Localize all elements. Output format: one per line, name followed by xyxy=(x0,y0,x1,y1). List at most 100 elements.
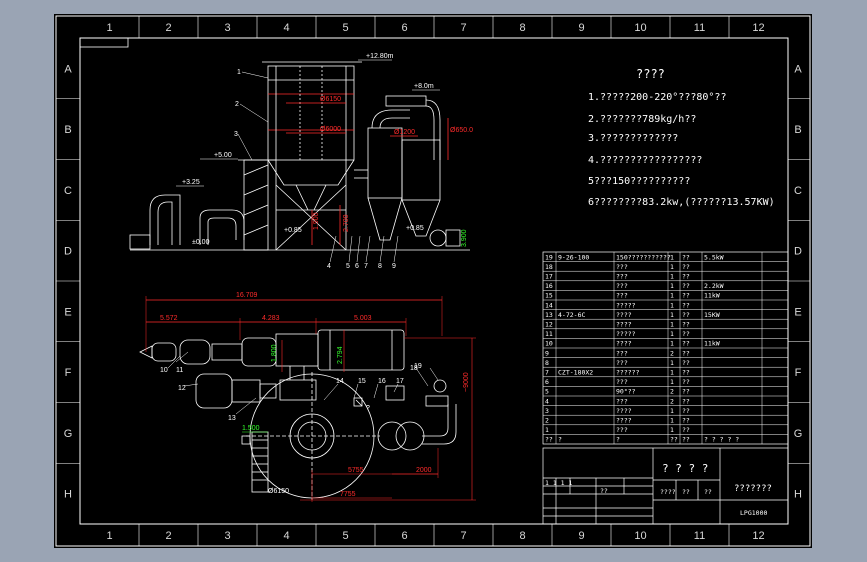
parts-cell-qty: 1 xyxy=(670,359,674,367)
parts-cell-no: 4 xyxy=(545,397,549,405)
title-r4: ?? xyxy=(704,488,712,496)
parts-cell-qty: 1 xyxy=(670,253,674,261)
parts-header-code: ? xyxy=(558,436,562,444)
parts-cell-name: ???? xyxy=(616,417,632,425)
dia-top: Ø6150 xyxy=(320,96,341,103)
grid-column-label: 12 xyxy=(752,22,764,34)
elevation-part-numbers: 1 2 3 4 5 6 7 8 9 xyxy=(234,69,396,270)
parts-cell-mat: ?? xyxy=(682,311,690,319)
part-label-11: 11 xyxy=(176,367,183,374)
elev-top: +12.80m xyxy=(366,53,394,60)
parts-cell-qty: 1 xyxy=(670,282,674,290)
title-drawing-name: ??????? xyxy=(734,484,772,494)
part-label-16: 16 xyxy=(378,378,386,385)
part-label-6: 6 xyxy=(355,263,359,270)
height-1: 1.900 xyxy=(313,212,320,230)
part-label-1: 1 xyxy=(237,69,241,76)
parts-cell-code: 9-26-100 xyxy=(558,253,589,261)
parts-cell-no: 14 xyxy=(545,301,553,309)
part-label-9: 9 xyxy=(392,263,396,270)
note-line-2: 2.???????789kg/h?? xyxy=(588,114,696,125)
parts-cell-qty: 2 xyxy=(670,349,674,357)
title-r2: ???? xyxy=(660,488,676,496)
parts-cell-qty: 1 xyxy=(670,417,674,425)
grid-column-label: 2 xyxy=(165,22,171,34)
title-r3: ?? xyxy=(682,488,690,496)
parts-cell-mat: ?? xyxy=(682,340,690,348)
parts-cell-mat: ?? xyxy=(682,263,690,271)
plan-dim-3: 5.003 xyxy=(354,315,372,322)
height-2: 2.700 xyxy=(343,214,350,232)
note-line-1: 1.?????200-220°???80°?? xyxy=(588,92,726,103)
parts-table-row: 14?????1?? xyxy=(545,301,690,309)
part-label-19: 19 xyxy=(414,363,422,370)
note-line-4: 4.????????????????? xyxy=(588,155,702,166)
elev-ground3: +0.85 xyxy=(406,225,424,232)
parts-cell-no: 11 xyxy=(545,330,553,338)
parts-header-name: ? xyxy=(616,436,620,444)
parts-cell-qty: 1 xyxy=(670,321,674,329)
parts-cell-name: ?????? xyxy=(616,369,640,377)
parts-cell-mat: ?? xyxy=(682,282,690,290)
title-block xyxy=(542,447,789,525)
parts-cell-no: 10 xyxy=(545,340,553,348)
grid-row-label: G xyxy=(794,428,803,440)
grid-column-label: 7 xyxy=(460,22,466,34)
grid-column-label: 8 xyxy=(519,530,525,542)
parts-cell-note: 2.2kW xyxy=(704,282,724,290)
parts-cell-name: ??? xyxy=(616,292,628,300)
parts-cell-name: ???? xyxy=(616,407,632,415)
grid-column-label: 11 xyxy=(694,530,705,542)
part-label-4: 4 xyxy=(327,263,331,270)
parts-table-row: 12????1?? xyxy=(545,321,690,329)
grid-row-label: H xyxy=(794,489,802,501)
part-label-14: 14 xyxy=(336,378,344,385)
parts-cell-no: 6 xyxy=(545,378,549,386)
elevation-view xyxy=(129,61,470,251)
parts-table-row: 4???2?? xyxy=(545,397,690,405)
corner-box xyxy=(79,37,129,48)
parts-table-row: 2????1?? xyxy=(545,417,690,425)
plan-left-h: 1.500 xyxy=(242,425,260,432)
parts-cell-mat: ?? xyxy=(682,378,690,386)
plan-label-tag: ? xyxy=(366,405,370,412)
parts-cell-qty: 1 xyxy=(670,378,674,386)
parts-cell-mat: ?? xyxy=(682,349,690,357)
parts-cell-mat: ?? xyxy=(682,321,690,329)
parts-cell-name: 150??????????? xyxy=(616,253,671,261)
parts-cell-code: 4-72-6C xyxy=(558,311,585,319)
elev-left-low: +3.25 xyxy=(182,179,200,186)
part-label-12: 12 xyxy=(178,385,186,392)
parts-cell-no: 1 xyxy=(545,426,549,434)
technical-notes: ???? 1.?????200-220°???80°?? 2.???????78… xyxy=(588,67,775,208)
grid-column-label: 4 xyxy=(283,22,289,34)
parts-cell-name: ??? xyxy=(616,273,628,281)
title-r1: 1 1 1 1 xyxy=(545,479,572,487)
plan-dim-2: 4.283 xyxy=(262,315,280,322)
parts-table-row: 15???1??11kW xyxy=(545,292,720,300)
parts-cell-name: ??? xyxy=(616,263,628,271)
plan-v2: 2.794 xyxy=(337,346,344,364)
parts-cell-qty: 1 xyxy=(670,292,674,300)
parts-cell-no: 5 xyxy=(545,388,549,396)
parts-cell-qty: 1 xyxy=(670,369,674,377)
notes-title: ???? xyxy=(636,67,665,81)
parts-table-row: 6???1?? xyxy=(545,378,690,386)
parts-cell-no: 9 xyxy=(545,349,549,357)
grid-row-label: D xyxy=(64,246,72,258)
parts-table-row: 3????1?? xyxy=(545,407,690,415)
parts-cell-name: ??? xyxy=(616,397,628,405)
grid-row-label: F xyxy=(65,367,72,379)
parts-cell-name: ???? xyxy=(616,311,632,319)
part-label-10: 10 xyxy=(160,367,168,374)
grid-column-label: 6 xyxy=(401,22,407,34)
parts-cell-no: 13 xyxy=(545,311,553,319)
title-r5: ?? xyxy=(600,487,608,495)
parts-cell-name: ???? xyxy=(616,340,632,348)
